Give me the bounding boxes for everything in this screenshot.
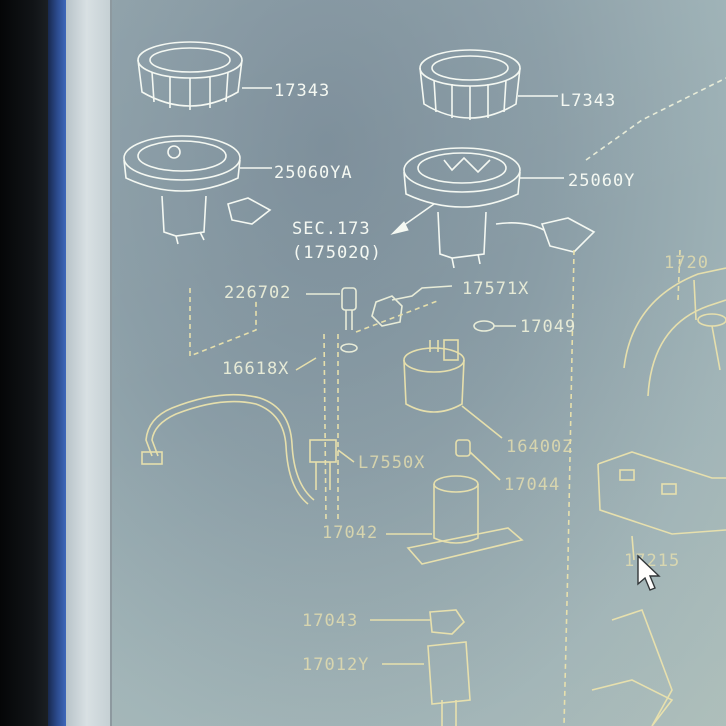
- retaining-ring-left[interactable]: [137, 41, 272, 110]
- section-reference-arrow: [390, 203, 435, 235]
- label-section-ref: SEC.173: [292, 219, 371, 239]
- label-oring: 17049: [520, 317, 576, 337]
- lower-fitting[interactable]: [370, 609, 471, 726]
- connector-part[interactable]: [371, 285, 453, 327]
- label-clip: 17044: [504, 475, 560, 495]
- window-frame: [48, 0, 66, 726]
- fuel-sensor[interactable]: [306, 287, 358, 353]
- mouse-pointer-icon: [637, 554, 661, 591]
- label-harness: L7550X: [358, 453, 425, 473]
- window-sidebar: [66, 0, 112, 726]
- label-section-sub: (17502Q): [292, 243, 382, 263]
- label-ring-right: L7343: [560, 91, 616, 111]
- leader-line-upper-right: [585, 77, 726, 161]
- lower-right-linkage: [591, 608, 674, 726]
- construction-lines: [189, 249, 681, 726]
- label-bracket: 17215: [624, 551, 680, 571]
- clip-part[interactable]: [455, 439, 501, 481]
- label-connector: 17571X: [462, 279, 529, 299]
- label-pump-motor: 17042: [322, 523, 378, 543]
- fuel-tank[interactable]: [623, 267, 726, 397]
- label-lower-part: 17043: [302, 611, 358, 631]
- label-hose: 16618X: [222, 359, 289, 379]
- monitor-bezel: [0, 0, 48, 726]
- parts-diagram-viewer[interactable]: 17343 L7343 25060YA 25060Y SEC.173 (1750…: [112, 0, 726, 726]
- retaining-ring-right[interactable]: [419, 49, 558, 120]
- wire-harness[interactable]: [309, 439, 355, 490]
- o-ring[interactable]: [473, 320, 516, 332]
- label-pump-right: 25060Y: [568, 171, 635, 191]
- label-lower-part-2: 17012Y: [302, 655, 369, 675]
- pump-motor[interactable]: [386, 475, 524, 565]
- pump-assembly-right[interactable]: [403, 147, 596, 269]
- label-ring-left: 17343: [274, 81, 330, 101]
- label-filter: 16400Z: [506, 437, 573, 457]
- exploded-parts-diagram: 17343 L7343 25060YA 25060Y SEC.173 (1750…: [123, 41, 726, 726]
- fuel-hose[interactable]: [141, 357, 317, 505]
- label-pump-left: 25060YA: [274, 163, 353, 183]
- label-sensor: 226702: [224, 283, 291, 303]
- fuel-filter[interactable]: [403, 339, 503, 439]
- label-tank: 1720: [664, 253, 709, 273]
- mounting-bracket[interactable]: [597, 451, 726, 561]
- pump-assembly-left[interactable]: [123, 135, 272, 245]
